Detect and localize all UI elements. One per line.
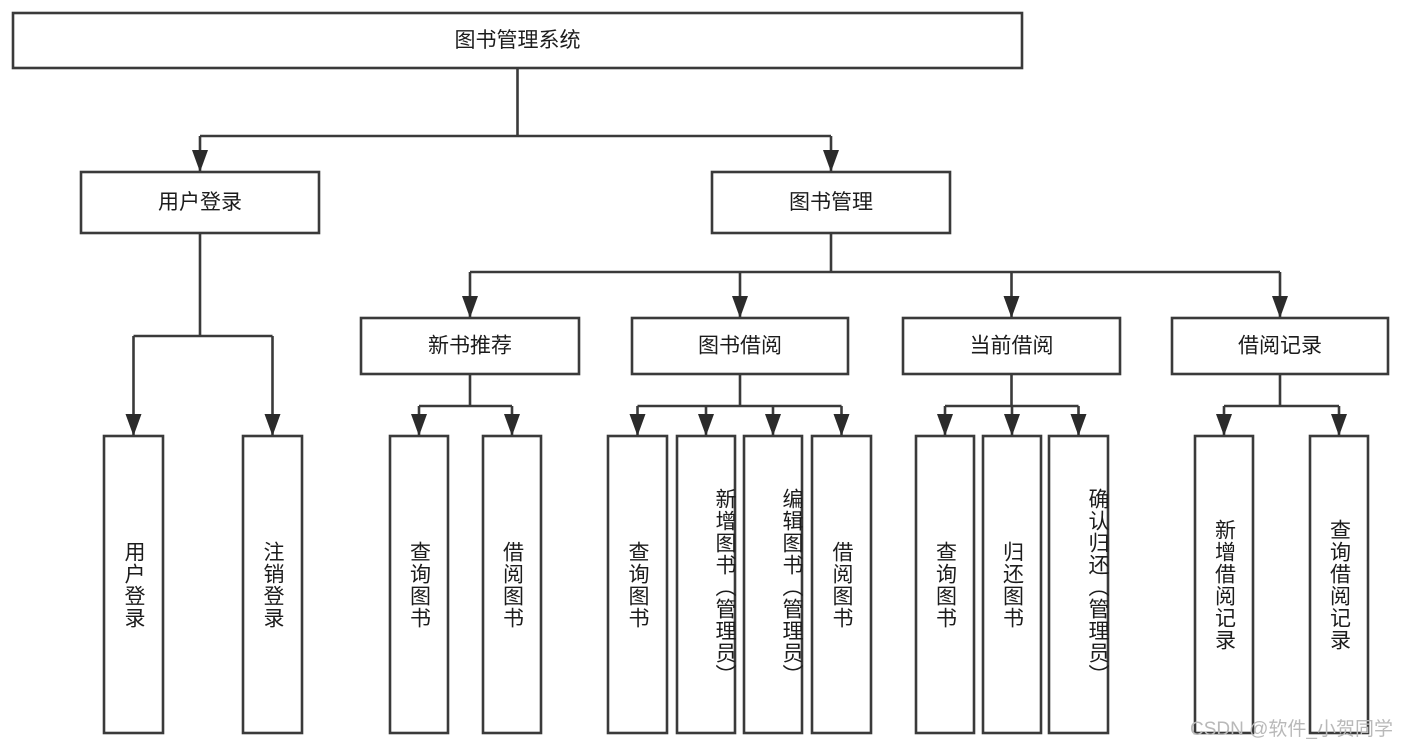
node-leaf-query-record[interactable] <box>1308 434 1370 735</box>
arrow-book-borrow-to-leaf-add-book <box>698 414 714 436</box>
node-leaf-borrow-book[interactable] <box>810 434 873 735</box>
node-label-book-management: 图书管理 <box>789 191 873 214</box>
node-leaf-query-book-borrow[interactable] <box>606 434 669 735</box>
watermark-text: CSDN @软件_小贺同学 <box>1190 719 1393 740</box>
node-borrow-record[interactable] <box>1170 316 1390 376</box>
node-leaf-query-book-current[interactable] <box>914 434 976 735</box>
arrow-bm-to-book-borrow <box>732 296 748 318</box>
node-label-borrow-record: 借阅记录 <box>1238 335 1322 358</box>
node-leaf-add-record[interactable] <box>1193 434 1255 735</box>
node-leaf-borrow-book-recommend[interactable] <box>481 434 543 735</box>
connector-lines <box>125 68 1347 436</box>
node-book-management[interactable] <box>710 170 952 235</box>
node-leaf-user-login[interactable] <box>102 434 165 735</box>
arrow-new-book-recommend-to-leaf-borrow-book-recommend <box>504 414 520 436</box>
node-leaf-return-book[interactable] <box>981 434 1043 735</box>
node-label-user-login: 用户登录 <box>158 191 242 214</box>
node-leaf-query-book-recommend[interactable] <box>388 434 450 735</box>
node-label-new-book-recommend: 新书推荐 <box>428 335 512 358</box>
arrow-user-login-to-leaf-user-login <box>125 414 142 436</box>
arrow-bm-to-new-book-recommend <box>462 296 478 318</box>
node-label-book-borrow: 图书借阅 <box>698 335 782 358</box>
arrow-bm-to-current-borrow <box>1003 296 1020 318</box>
node-label-root: 图书管理系统 <box>455 29 581 52</box>
node-root[interactable] <box>11 11 1024 70</box>
arrow-bm-to-borrow-record <box>1272 296 1288 318</box>
arrow-user-login-to-leaf-logout <box>264 414 281 436</box>
node-user-login[interactable] <box>79 170 321 235</box>
node-book-borrow[interactable] <box>630 316 850 376</box>
arrow-current-borrow-to-leaf-confirm-return <box>1070 414 1087 436</box>
arrow-borrow-record-to-leaf-add-record <box>1216 414 1232 436</box>
node-current-borrow[interactable] <box>901 316 1122 376</box>
arrow-book-borrow-to-leaf-query-book-borrow <box>629 414 646 436</box>
arrow-current-borrow-to-leaf-return-book <box>1004 414 1020 436</box>
node-leaf-add-book[interactable] <box>675 434 737 735</box>
node-leaf-logout[interactable] <box>241 434 304 735</box>
arrow-book-borrow-to-leaf-borrow-book <box>833 414 850 436</box>
arrow-current-borrow-to-leaf-query-book-current <box>937 414 953 436</box>
arrow-new-book-recommend-to-leaf-query-book-recommend <box>411 414 427 436</box>
node-new-book-recommend[interactable] <box>359 316 581 376</box>
node-leaf-edit-book[interactable] <box>742 434 804 735</box>
arrow-borrow-record-to-leaf-query-record <box>1331 414 1347 436</box>
arrow-book-borrow-to-leaf-edit-book <box>765 414 781 436</box>
arrow-root-to-book-management <box>823 150 839 172</box>
node-label-current-borrow: 当前借阅 <box>970 335 1054 358</box>
arrow-root-to-user-login <box>192 150 208 172</box>
node-leaf-confirm-return[interactable] <box>1047 434 1110 735</box>
node-boxes <box>11 11 1390 735</box>
